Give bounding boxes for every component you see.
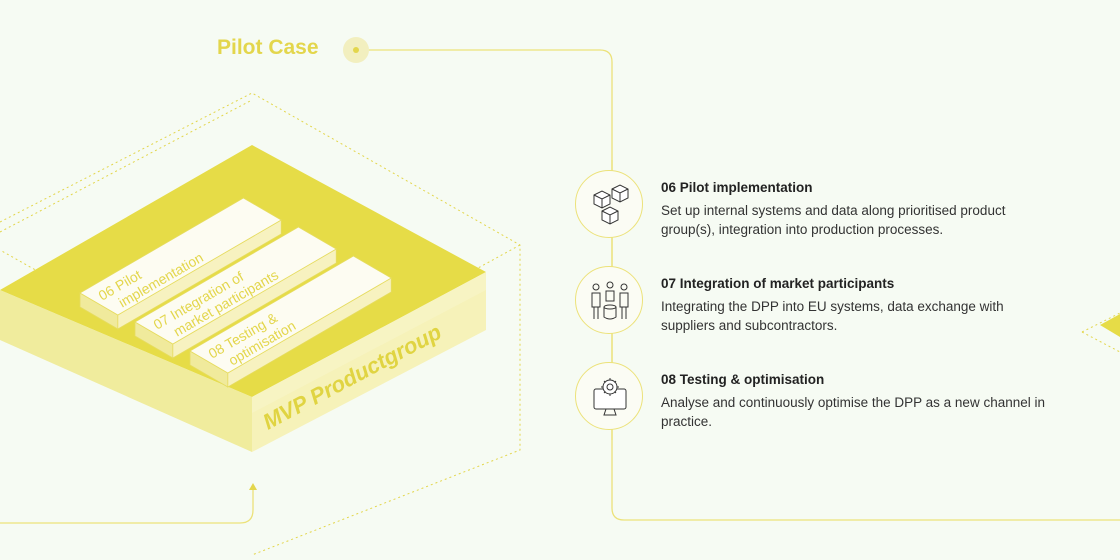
slab-top-face (189, 255, 393, 374)
edge-box-frame-lower (1081, 331, 1120, 353)
step-description: Set up internal systems and data along p… (661, 203, 1006, 237)
step-bubble (575, 362, 643, 430)
step-description: Integrating the DPP into EU systems, dat… (661, 299, 1004, 333)
arrow-up-icon (249, 483, 257, 490)
step-bubble (575, 170, 643, 238)
connector-line-bottom (0, 486, 254, 524)
slab-top-face (79, 197, 283, 316)
slab-8: 08 Testing &optimisation (189, 255, 393, 388)
cubes-icon (593, 184, 629, 225)
step-description: Analyse and continuously optimise the DP… (661, 395, 1045, 429)
step-07: 07 Integration of market participants In… (575, 266, 1095, 338)
box-inner-glow (252, 272, 486, 413)
step-title: 07 Integration of market participants (661, 276, 895, 291)
edge-box-top (1100, 314, 1120, 337)
stage-title: Pilot Case (217, 36, 319, 59)
step-bubble (575, 266, 643, 334)
step-title: 08 Testing & optimisation (661, 372, 825, 387)
step-08: 08 Testing & optimisation Analyse and co… (575, 362, 1095, 434)
step-title: 06 Pilot implementation (661, 180, 813, 195)
edge-box-frame (1081, 312, 1120, 333)
start-dot (353, 47, 359, 53)
slab-6: 06 Pilotimplementation (79, 197, 283, 330)
people-exchange-icon (591, 281, 629, 320)
slab-top-face (134, 226, 338, 345)
box-front-left (0, 290, 252, 452)
monitor-gear-icon (593, 378, 627, 416)
step-06: 06 Pilot implementation Set up internal … (575, 170, 1095, 242)
